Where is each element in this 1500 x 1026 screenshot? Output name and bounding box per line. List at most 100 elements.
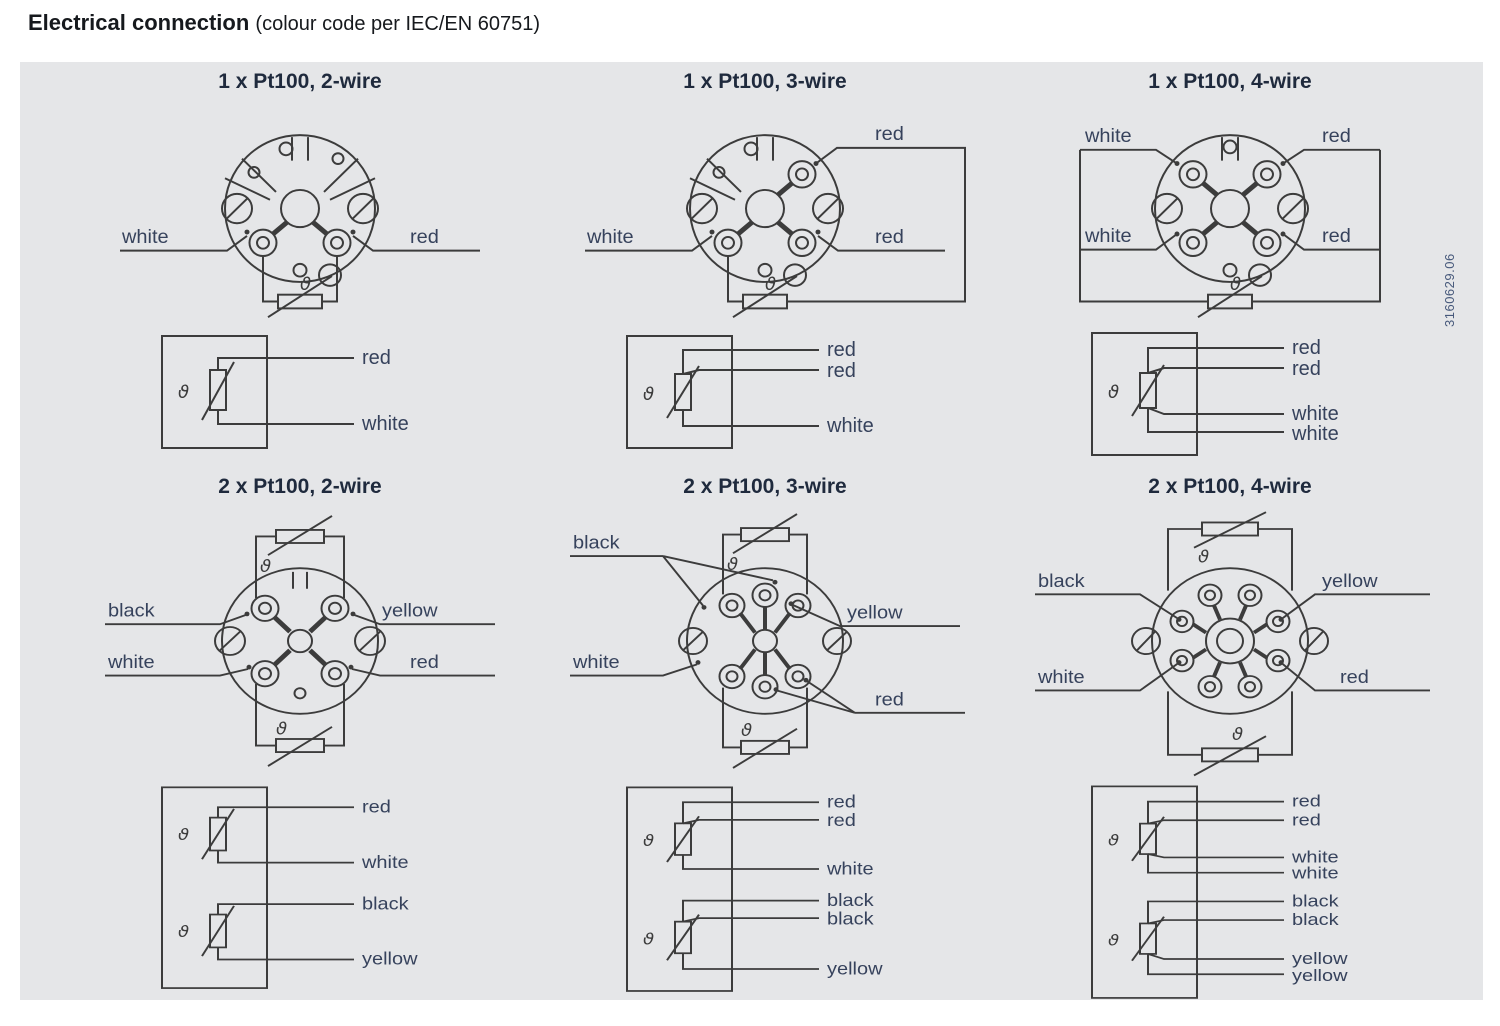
wire-label: black bbox=[1292, 910, 1339, 929]
terminal-link bbox=[1238, 604, 1248, 621]
rtd-resistor-icon bbox=[674, 920, 692, 955]
wire-label: white bbox=[1291, 403, 1339, 425]
wire-label: red bbox=[362, 347, 391, 369]
terminal-link bbox=[1201, 220, 1219, 236]
wire-junction-dot bbox=[244, 229, 250, 235]
wire-label: yellow bbox=[1292, 949, 1348, 968]
rtd-loop-top bbox=[722, 513, 808, 595]
diagram-title: 1 x Pt100, 2-wire bbox=[218, 70, 382, 93]
sensor-schematic: ϑ red red white white bbox=[1091, 332, 1339, 456]
theta-symbol: ϑ bbox=[765, 274, 776, 295]
wire-label-right-bottom: red bbox=[1340, 667, 1369, 688]
diagram-title: 1 x Pt100, 3-wire bbox=[683, 70, 847, 93]
diagram-cell-2x-pt100-3-wire: 2 x Pt100, 3-wire ϑ bbox=[545, 475, 985, 998]
schematic-lines bbox=[161, 786, 354, 989]
wire-label: red bbox=[827, 810, 856, 830]
head-outline bbox=[221, 567, 379, 715]
wire-label-right-bottom: red bbox=[410, 652, 439, 673]
screw-icons bbox=[678, 627, 852, 655]
wires bbox=[1079, 148, 1381, 319]
wire-label-right-bottom: red bbox=[1322, 225, 1351, 247]
wire-label-left-bottom: white bbox=[107, 652, 155, 673]
theta-symbol: ϑ bbox=[727, 556, 738, 575]
diagram-title: 2 x Pt100, 4-wire bbox=[1148, 475, 1312, 498]
rtd-resistor-icon bbox=[1201, 521, 1259, 537]
rtd-resistor-icon bbox=[740, 527, 790, 543]
diagram-title: 1 x Pt100, 4-wire bbox=[1148, 70, 1312, 93]
theta-symbol: ϑ bbox=[643, 930, 655, 949]
terminal-head-diagram: ϑ ϑ black yellow white red bbox=[105, 515, 495, 767]
terminal-link bbox=[1252, 647, 1269, 660]
terminal-head-diagram: ϑ white red bbox=[120, 134, 480, 319]
rtd-loop-bottom bbox=[1167, 691, 1293, 777]
terminal-icons bbox=[718, 582, 812, 700]
terminal-icons bbox=[248, 228, 352, 257]
screw-icons bbox=[1131, 627, 1329, 655]
wire-label: white bbox=[1291, 423, 1339, 445]
terminal-link bbox=[272, 615, 292, 634]
wire-label-left-top: black bbox=[108, 600, 155, 621]
rtd-resistor-icon bbox=[674, 822, 692, 856]
terminal-link bbox=[773, 648, 792, 671]
sensor-schematic: ϑ red white bbox=[161, 335, 409, 449]
terminal-icons bbox=[250, 594, 350, 688]
wire-label-left-bottom: white bbox=[1084, 225, 1132, 247]
wire-label: white bbox=[826, 858, 874, 878]
wire-junction-dot bbox=[350, 229, 356, 235]
wire-label-left: white bbox=[586, 226, 634, 248]
wire-label-left: white bbox=[121, 226, 169, 248]
page-title-subtitle: (colour code per IEC/EN 60751) bbox=[255, 13, 541, 35]
wires bbox=[1035, 593, 1430, 692]
schematic-lines bbox=[626, 786, 819, 992]
terminal-head-diagram: ϑ white white red red bbox=[1079, 125, 1381, 319]
wire-junction-dot bbox=[695, 660, 701, 665]
rtd-resistor-icon bbox=[275, 738, 325, 753]
wire-label: red bbox=[827, 792, 856, 812]
wire-label: black bbox=[827, 890, 874, 910]
terminal-icons bbox=[713, 160, 817, 257]
diagram-cell-1x-pt100-2-wire: 1 x Pt100, 2-wire ϑ whit bbox=[80, 70, 520, 463]
wire-label: white bbox=[361, 413, 409, 435]
wire-junction-dot bbox=[709, 229, 715, 235]
terminal-link bbox=[1212, 661, 1222, 678]
diagram-cell-2x-pt100-2-wire: 2 x Pt100, 2-wire ϑ bbox=[80, 475, 520, 995]
wire-label-right-top: yellow bbox=[1322, 570, 1378, 591]
wire-label: red bbox=[1292, 791, 1321, 810]
wire-label-right-top: red bbox=[1322, 125, 1351, 147]
wire-label: yellow bbox=[1292, 965, 1348, 984]
wire-label: black bbox=[827, 908, 874, 928]
wires bbox=[570, 555, 965, 714]
theta-symbol: ϑ bbox=[1198, 548, 1209, 567]
terminal-head-diagram: ϑ ϑ black yellow white red bbox=[1035, 511, 1430, 777]
wire-label-left-top: white bbox=[1084, 125, 1132, 147]
rtd-resistor-icon bbox=[275, 529, 325, 544]
rtd-loop-top bbox=[1167, 511, 1293, 591]
theta-symbol: ϑ bbox=[643, 831, 655, 850]
wire-junction-dot bbox=[815, 229, 821, 235]
terminal-link bbox=[1241, 220, 1259, 236]
wire-label: red bbox=[827, 339, 856, 361]
wire-label: black bbox=[362, 894, 409, 913]
terminal-link bbox=[1191, 622, 1208, 635]
theta-symbol: ϑ bbox=[1108, 832, 1119, 849]
terminal-link bbox=[308, 615, 328, 634]
terminal-link bbox=[271, 220, 289, 236]
theta-symbol: ϑ bbox=[1232, 725, 1243, 744]
rtd-resistor-icon bbox=[209, 913, 227, 949]
terminal-link bbox=[1201, 181, 1219, 197]
sensor-schematic: ϑ ϑ red red white black black yellow bbox=[626, 786, 883, 992]
head-outline bbox=[1151, 567, 1309, 715]
terminal-head-diagram: ϑ ϑ black yellow white red bbox=[570, 513, 965, 769]
terminal-link bbox=[1241, 181, 1259, 197]
head-outline bbox=[224, 134, 376, 287]
wire-label-right: red bbox=[410, 226, 439, 248]
terminal-head-diagram: ϑ white red red bbox=[585, 123, 966, 319]
wire-label: white bbox=[826, 415, 874, 437]
sensor-schematic: ϑ ϑ red white black yellow bbox=[161, 786, 418, 989]
wires bbox=[105, 613, 495, 677]
wire-label: red bbox=[1292, 358, 1321, 380]
sensor-schematic: ϑ red red white bbox=[626, 335, 874, 449]
theta-symbol: ϑ bbox=[300, 274, 311, 295]
diagram-panel bbox=[20, 62, 1483, 1000]
wire-label: yellow bbox=[827, 958, 883, 978]
